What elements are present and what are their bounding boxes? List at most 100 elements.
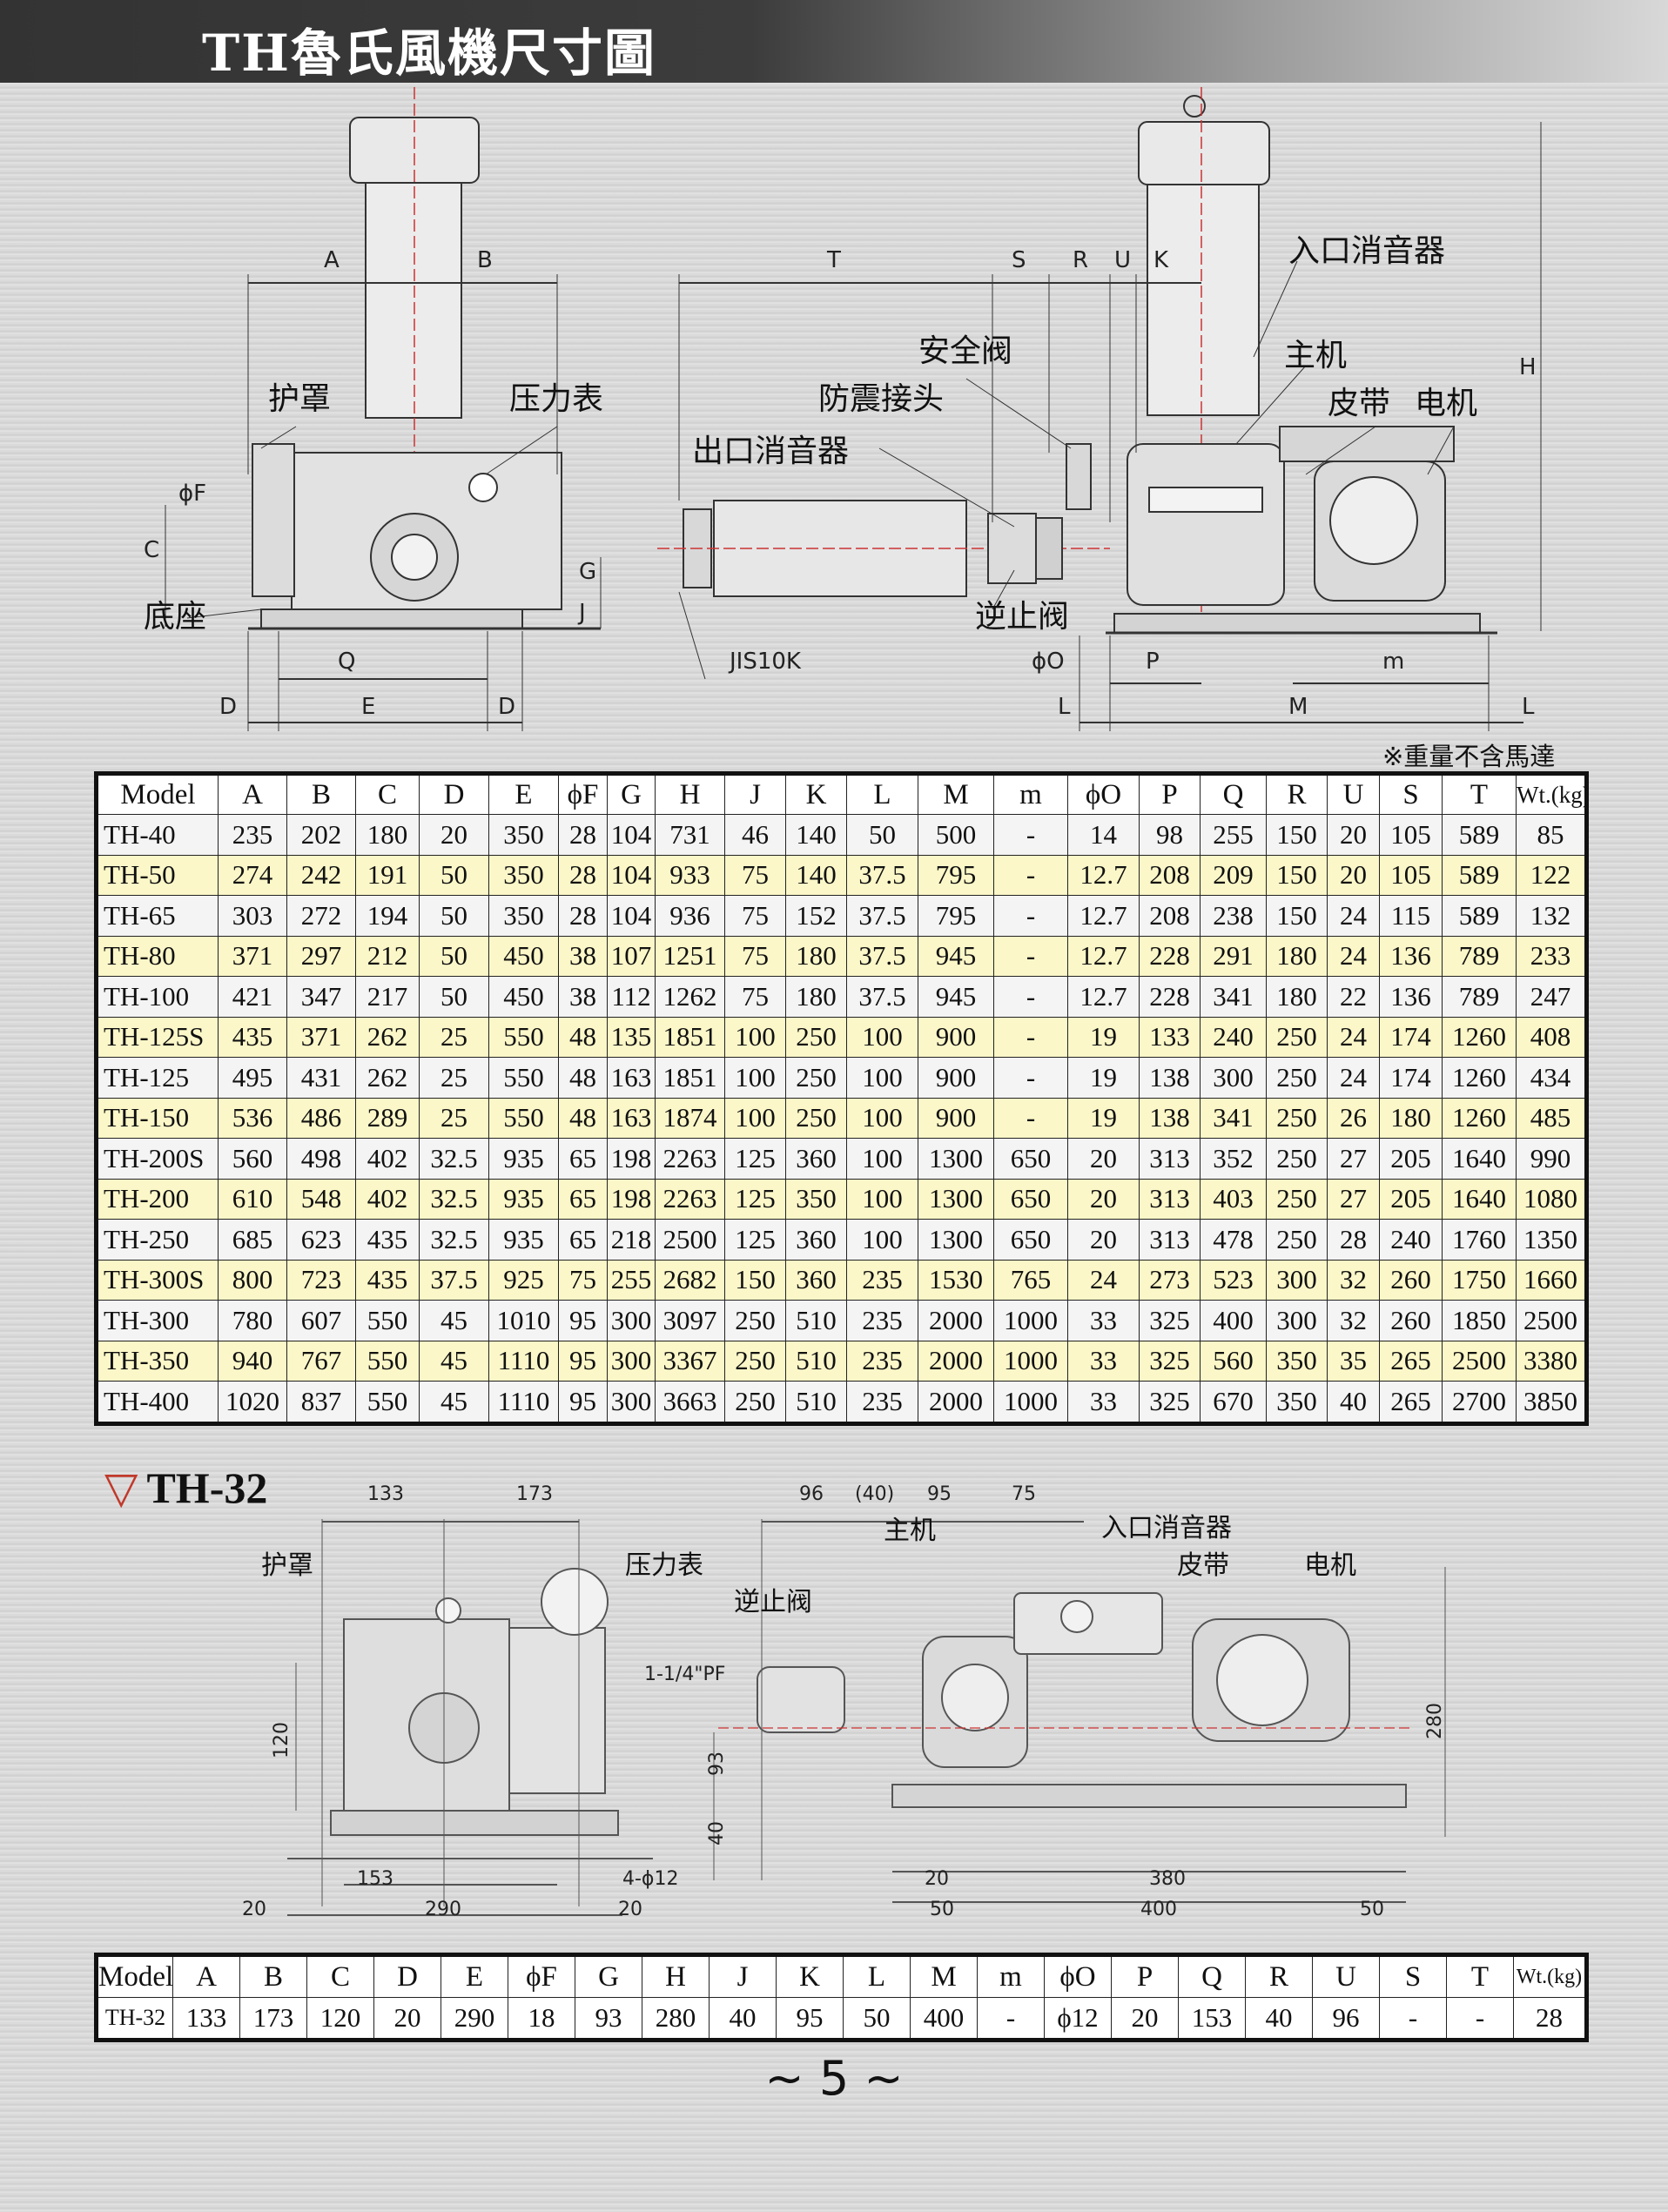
table-cell: 1000 [993,1381,1068,1424]
table-cell: 32.5 [419,1178,489,1220]
th32-dim-290: 290 [425,1899,461,1920]
th32-label-guard: 护罩 [261,1550,313,1581]
th32-dim-20-right: 20 [618,1899,642,1920]
table-cell: 28 [558,854,608,896]
table-cell: 133 [172,1997,240,2041]
table-cell: 1260 [1442,1016,1517,1058]
table-cell: 208 [1139,854,1201,896]
table-cell: 303 [218,895,287,937]
th32-dim-280: 280 [1424,1703,1446,1739]
table-cell: 205 [1379,1178,1443,1220]
dim-L-right: L [1522,694,1535,720]
table-cell: 173 [239,1997,307,2041]
table-cell: 240 [1200,1016,1267,1058]
model-cell: TH-125 [96,1057,219,1099]
table-cell: 935 [488,1219,559,1261]
table-cell: 900 [918,1057,994,1099]
table-cell: 198 [607,1138,656,1180]
th32-dim-40: 40 [706,1821,728,1846]
column-header: D [373,1954,441,1998]
table-cell: 300 [1266,1300,1328,1341]
column-header: L [843,1954,911,1998]
top-technical-drawing: A B C ϕF G J Q D E D T S R U K H P m L M… [144,87,1542,731]
table-cell: 523 [1200,1259,1267,1301]
dim-E: E [361,694,375,720]
table-cell: 174 [1379,1016,1443,1058]
table-cell: 125 [724,1178,786,1220]
table-cell: 2500 [1516,1300,1587,1341]
table-cell: 104 [607,895,656,937]
table-cell: 202 [286,814,356,856]
column-header: J [709,1954,777,1998]
dim-Q: Q [338,649,355,675]
table-cell: 33 [1067,1381,1140,1424]
table-cell: 936 [655,895,725,937]
table-cell: 360 [785,1259,847,1301]
model-cell: TH-350 [96,1340,219,1382]
table-cell: 242 [286,854,356,896]
table-cell: 20 [419,814,489,856]
table-cell: 403 [1200,1178,1267,1220]
table-cell: 550 [355,1300,420,1341]
table-cell: - [1446,1997,1514,2041]
table-cell: 589 [1442,814,1517,856]
table-cell: 940 [218,1340,287,1382]
table-cell: 250 [724,1381,786,1424]
table-cell: 104 [607,814,656,856]
table-cell: 550 [355,1381,420,1424]
table-cell: - [993,935,1068,977]
table-cell: - [993,814,1068,856]
table-cell: 610 [218,1178,287,1220]
table-cell: 100 [846,1016,918,1058]
table-cell: 402 [355,1178,420,1220]
table-cell: 434 [1516,1057,1587,1099]
inlet-silencer-side [1138,121,1270,185]
table-cell: 32.5 [419,1219,489,1261]
column-header: H [642,1954,710,1998]
table-cell: 291 [1200,935,1267,977]
table-cell: 180 [785,976,847,1018]
table-cell: 133 [1139,1016,1201,1058]
dim-C: C [144,537,159,563]
model-cell: TH-300S [96,1259,219,1301]
table-cell: 25 [419,1057,489,1099]
table-cell: 208 [1139,895,1201,937]
th32-dim-133: 133 [367,1483,404,1505]
th32-label-pressure-gauge: 压力表 [625,1550,703,1581]
column-header: K [776,1954,844,1998]
table-cell: 235 [846,1381,918,1424]
table-cell: 105 [1379,814,1443,856]
model-cell: TH-32 [96,1997,173,2041]
column-header: ϕF [508,1954,575,1998]
table-cell: 140 [785,814,847,856]
table-cell: 250 [724,1340,786,1382]
table-cell: 28 [1513,1997,1587,2041]
table-cell: 93 [575,1997,642,2041]
dim-S: S [1012,247,1026,273]
table-cell: 1874 [655,1097,725,1139]
table-cell: 297 [286,935,356,977]
model-cell: TH-400 [96,1381,219,1424]
column-header: T [1446,1954,1514,1998]
table-cell: 135 [607,1016,656,1058]
dim-A: A [324,247,340,273]
table-cell: 228 [1139,976,1201,1018]
table-cell: 100 [846,1138,918,1180]
table-cell: 300 [607,1381,656,1424]
table-cell: 550 [488,1016,559,1058]
table-cell: 20 [1111,1997,1179,2041]
dim-G: G [579,559,596,585]
header-banner: TH魯氏風機尺寸圖 [0,0,1668,83]
table-cell: - [1379,1997,1447,2041]
table-cell: 14 [1067,814,1140,856]
th32-label-inlet-silencer: 入口消音器 [1101,1513,1232,1543]
table-cell: 360 [785,1138,847,1180]
table-cell: 37.5 [419,1259,489,1301]
table-cell: 300 [607,1340,656,1382]
table-cell: 33 [1067,1340,1140,1382]
model-cell: TH-125S [96,1016,219,1058]
table-cell: 212 [355,935,420,977]
